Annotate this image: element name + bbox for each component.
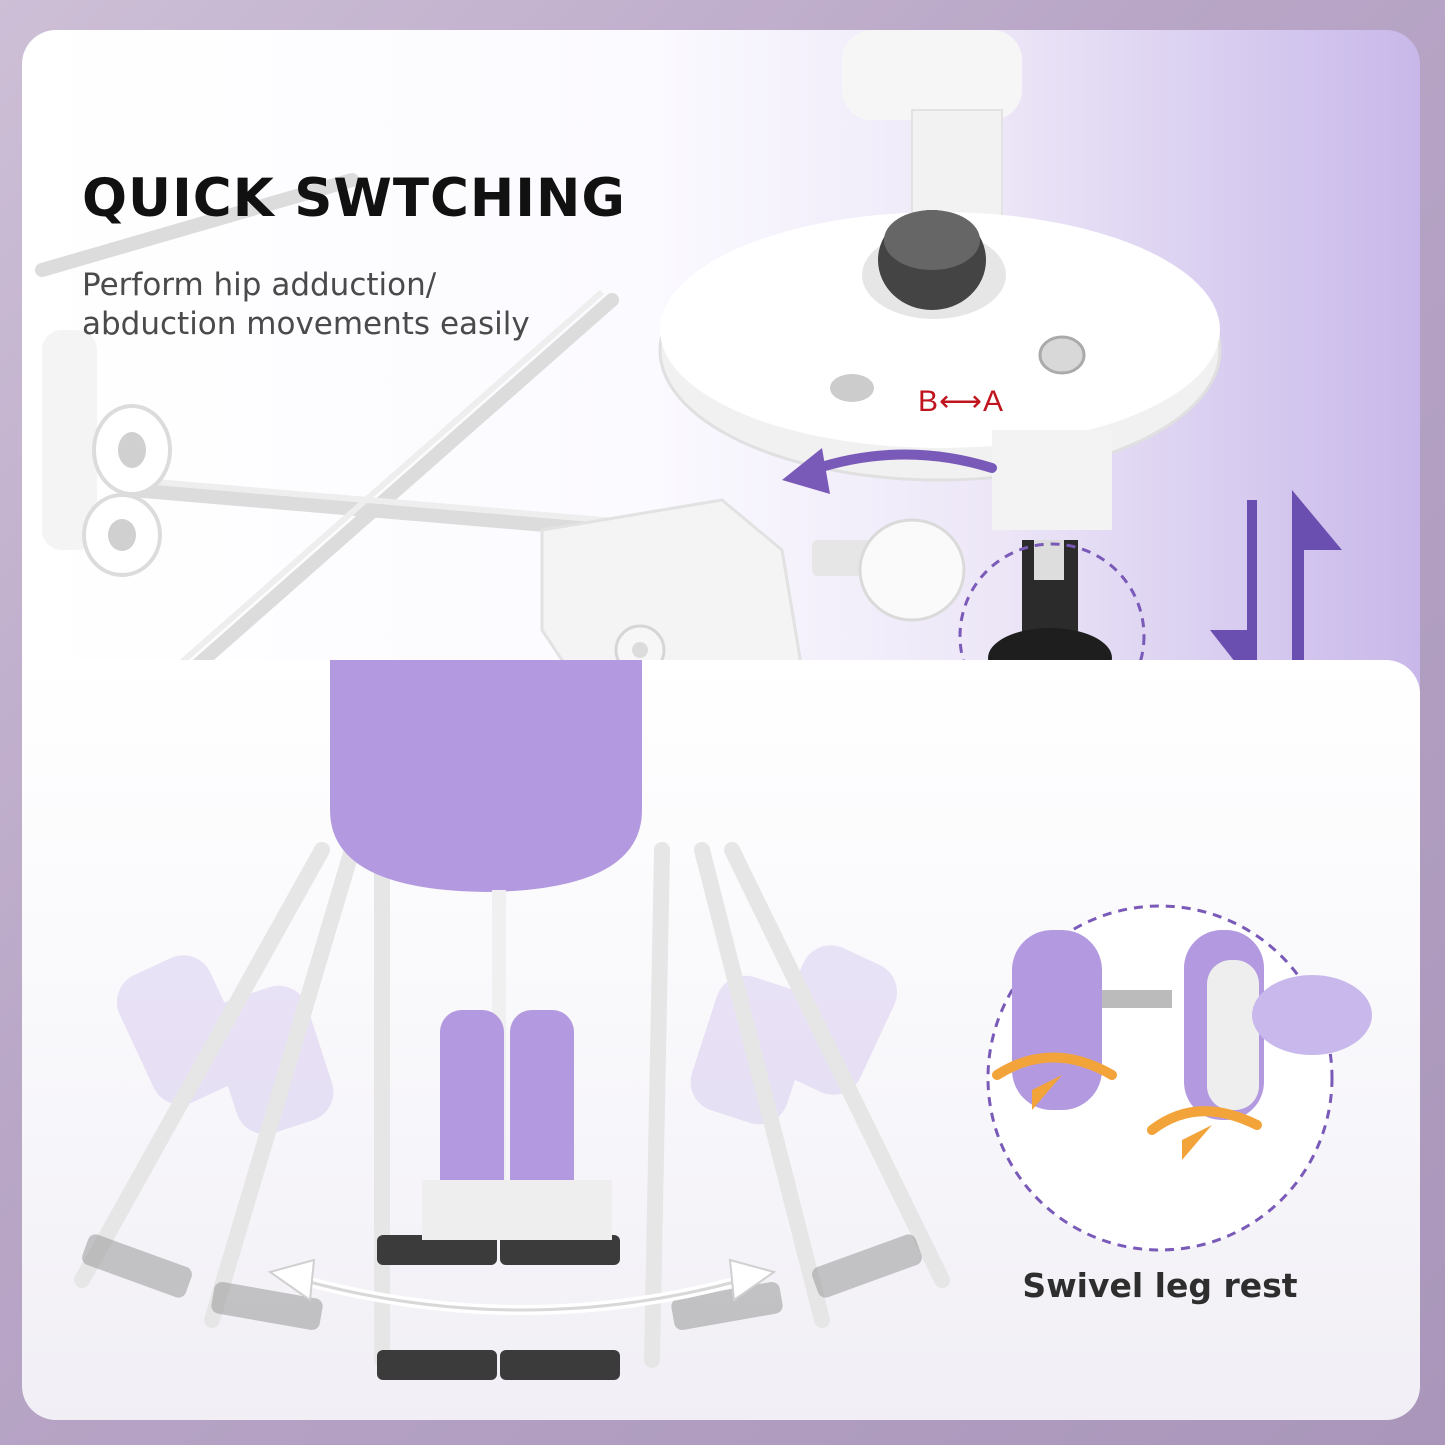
- bottom-photo-panel: [22, 660, 1420, 1420]
- swivel-arrow-icon: [992, 1052, 1262, 1160]
- pulley-icon: [42, 330, 172, 577]
- dial-label: B⟷A: [918, 385, 1005, 418]
- headline-title: QUICK SWTCHING: [82, 168, 626, 229]
- subtitle-line-2: abduction movements easily: [82, 306, 530, 342]
- subtitle-line-1: Perform hip adduction/: [82, 267, 437, 303]
- up-down-arrows-icon: [1210, 490, 1342, 690]
- headline-subtitle: Perform hip adduction/ abduction movemen…: [82, 266, 642, 344]
- rotate-arrow-icon: [782, 448, 997, 494]
- swivel-inset: [986, 904, 1372, 1252]
- bottom-photo-illustration: [74, 660, 1372, 1380]
- swivel-caption: Swivel leg rest: [1022, 1266, 1298, 1305]
- left-right-arrow-icon: [267, 1258, 777, 1315]
